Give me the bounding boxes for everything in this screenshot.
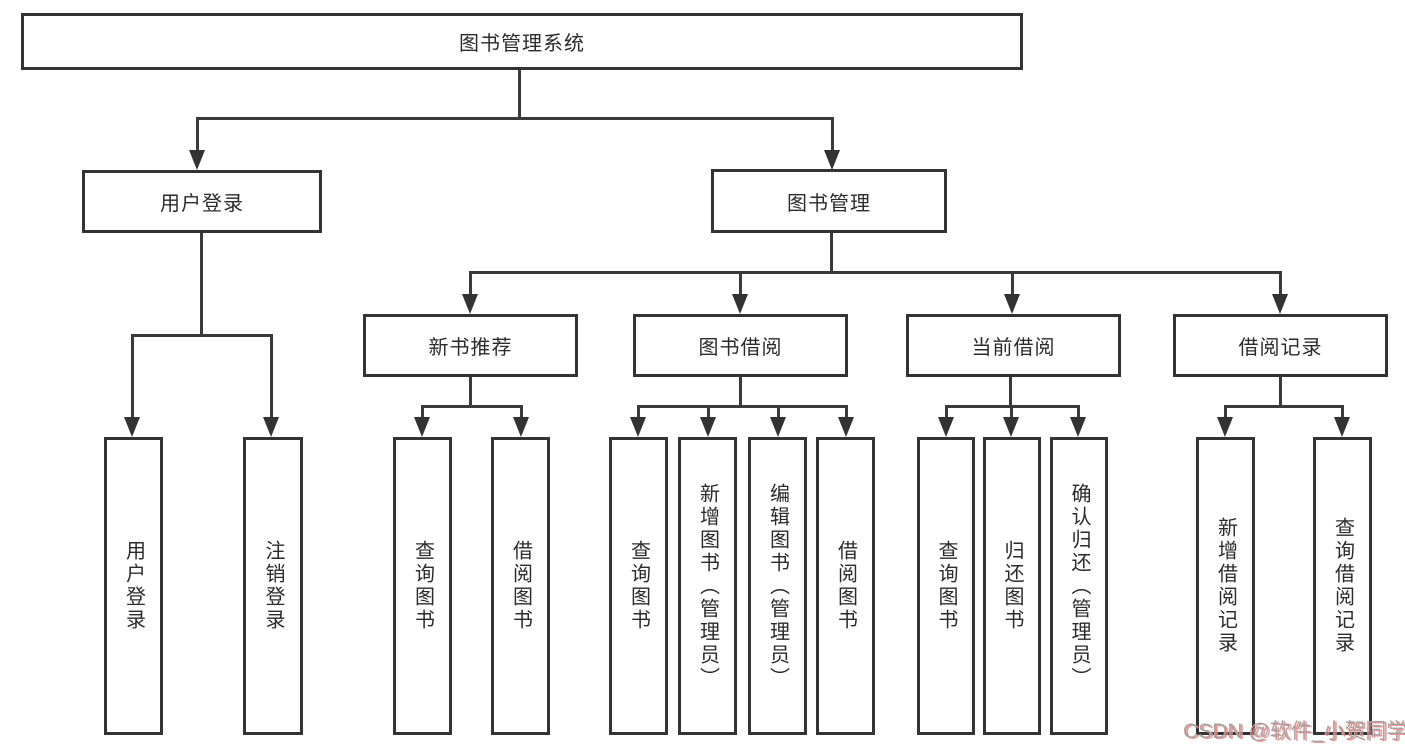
leaf-query-books-current-label: 查询图书 — [935, 540, 957, 632]
leaf-confirm-return-admin-label: 确认归还（管理员） — [1068, 482, 1090, 690]
node-book-borrow: 图书借阅 — [633, 314, 848, 377]
arrow-borrow-records — [1272, 294, 1288, 314]
leaf-query-borrow-record-label: 查询借阅记录 — [1331, 517, 1354, 655]
arrow-g5-1 — [1217, 417, 1233, 437]
connector-drop-g2-1 — [421, 405, 424, 419]
connector-drop-g2-2 — [520, 405, 523, 419]
connector-drop-g5-2 — [1341, 405, 1344, 419]
leaf-add-borrow-record: 新增借阅记录 — [1196, 437, 1255, 735]
node-borrow-records: 借阅记录 — [1173, 314, 1388, 377]
leaf-borrow-books: 借阅图书 — [816, 437, 875, 735]
leaf-borrow-books-recommend: 借阅图书 — [491, 437, 550, 735]
arrow-new-book — [462, 294, 478, 314]
connector-userlogin-stem — [200, 233, 203, 336]
leaf-borrow-books-label: 借阅图书 — [834, 540, 857, 632]
leaf-confirm-return-admin: 确认归还（管理员） — [1050, 437, 1108, 735]
connector-borrowrecords-stem — [1279, 377, 1282, 408]
connector-bookmgmt-crossbar — [469, 271, 1282, 274]
arrow-g3-1 — [630, 417, 646, 437]
arrow-user-login — [189, 150, 205, 170]
connector-newbook-crossbar — [421, 405, 523, 408]
node-root: 图书管理系统 — [21, 13, 1023, 70]
connector-drop-g3-4 — [845, 405, 848, 419]
arrow-g3-4 — [838, 417, 854, 437]
connector-drop-g4-3 — [1077, 405, 1080, 419]
connector-drop-current-borrow — [1011, 271, 1014, 296]
arrow-g2-1 — [414, 417, 430, 437]
arrow-book-mgmt — [824, 150, 840, 170]
arrow-g4-2 — [1003, 417, 1019, 437]
connector-drop-leaf-logout — [270, 334, 273, 419]
arrow-book-borrow — [732, 294, 748, 314]
arrow-g4-3 — [1070, 417, 1086, 437]
connector-drop-book-mgmt — [831, 117, 834, 152]
arrow-g5-2 — [1334, 417, 1350, 437]
arrow-current-borrow — [1004, 294, 1020, 314]
node-current-borrow-label: 当前借阅 — [971, 337, 1056, 359]
connector-borrowrecords-crossbar — [1224, 405, 1344, 408]
leaf-query-books-recommend-label: 查询图书 — [411, 540, 434, 632]
arrow-g2-2 — [513, 417, 529, 437]
node-new-book-recommend-label: 新书推荐 — [428, 337, 513, 359]
csdn-watermark: CSDN @软件_小贺同学 — [1183, 720, 1405, 743]
leaf-query-books-current: 查询图书 — [917, 437, 975, 735]
connector-drop-g3-2 — [707, 405, 710, 419]
connector-bookmgmt-stem — [830, 233, 833, 274]
arrow-g4-1 — [938, 417, 954, 437]
connector-userlogin-crossbar — [131, 334, 273, 337]
node-user-login: 用户登录 — [82, 170, 322, 233]
connector-drop-book-borrow — [739, 271, 742, 296]
leaf-return-book: 归还图书 — [983, 437, 1041, 735]
leaf-logout-label: 注销登录 — [262, 540, 284, 632]
connector-bookborrow-crossbar — [637, 405, 848, 408]
leaf-add-book-admin-label: 新增图书（管理员） — [696, 482, 719, 690]
leaf-add-book-admin: 新增图书（管理员） — [678, 437, 737, 735]
leaf-query-books-borrow-label: 查询图书 — [627, 540, 650, 632]
leaf-user-login-label: 用户登录 — [122, 540, 145, 632]
node-root-label: 图书管理系统 — [459, 33, 585, 55]
connector-drop-g4-1 — [945, 405, 948, 419]
connector-currentborrow-stem — [1009, 377, 1012, 408]
leaf-return-book-label: 归还图书 — [1001, 540, 1023, 632]
connector-drop-borrow-records — [1279, 271, 1282, 296]
arrow-leaf-login — [124, 417, 140, 437]
connector-bookborrow-stem — [739, 377, 742, 408]
connector-drop-new-book — [469, 271, 472, 296]
node-user-login-label: 用户登录 — [160, 193, 244, 215]
arrow-g3-2 — [700, 417, 716, 437]
leaf-borrow-books-recommend-label: 借阅图书 — [509, 540, 532, 632]
connector-drop-g4-2 — [1010, 405, 1013, 419]
connector-drop-g3-1 — [637, 405, 640, 419]
connector-root-stem — [518, 70, 521, 118]
arrow-leaf-logout — [263, 417, 279, 437]
connector-drop-leaf-login — [131, 334, 134, 419]
connector-drop-user-login — [196, 117, 199, 152]
connector-drop-g5-1 — [1224, 405, 1227, 419]
leaf-edit-book-admin-label: 编辑图书（管理员） — [766, 482, 789, 690]
node-book-management-label: 图书管理 — [787, 192, 871, 215]
node-book-management: 图书管理 — [711, 169, 947, 233]
node-current-borrow: 当前借阅 — [906, 314, 1121, 377]
leaf-query-books-borrow: 查询图书 — [609, 437, 668, 735]
node-book-borrow-label: 图书借阅 — [698, 337, 783, 359]
leaf-add-borrow-record-label: 新增借阅记录 — [1214, 517, 1237, 655]
leaf-edit-book-admin: 编辑图书（管理员） — [748, 437, 807, 735]
connector-root-crossbar — [196, 117, 834, 120]
node-borrow-records-label: 借阅记录 — [1238, 337, 1323, 359]
leaf-logout: 注销登录 — [243, 437, 303, 735]
node-new-book-recommend: 新书推荐 — [363, 314, 578, 377]
leaf-query-books-recommend: 查询图书 — [393, 437, 452, 735]
connector-drop-g3-3 — [777, 405, 780, 419]
leaf-user-login: 用户登录 — [104, 437, 163, 735]
leaf-query-borrow-record: 查询借阅记录 — [1313, 437, 1372, 735]
connector-newbook-stem — [469, 377, 472, 408]
arrow-g3-3 — [770, 417, 786, 437]
